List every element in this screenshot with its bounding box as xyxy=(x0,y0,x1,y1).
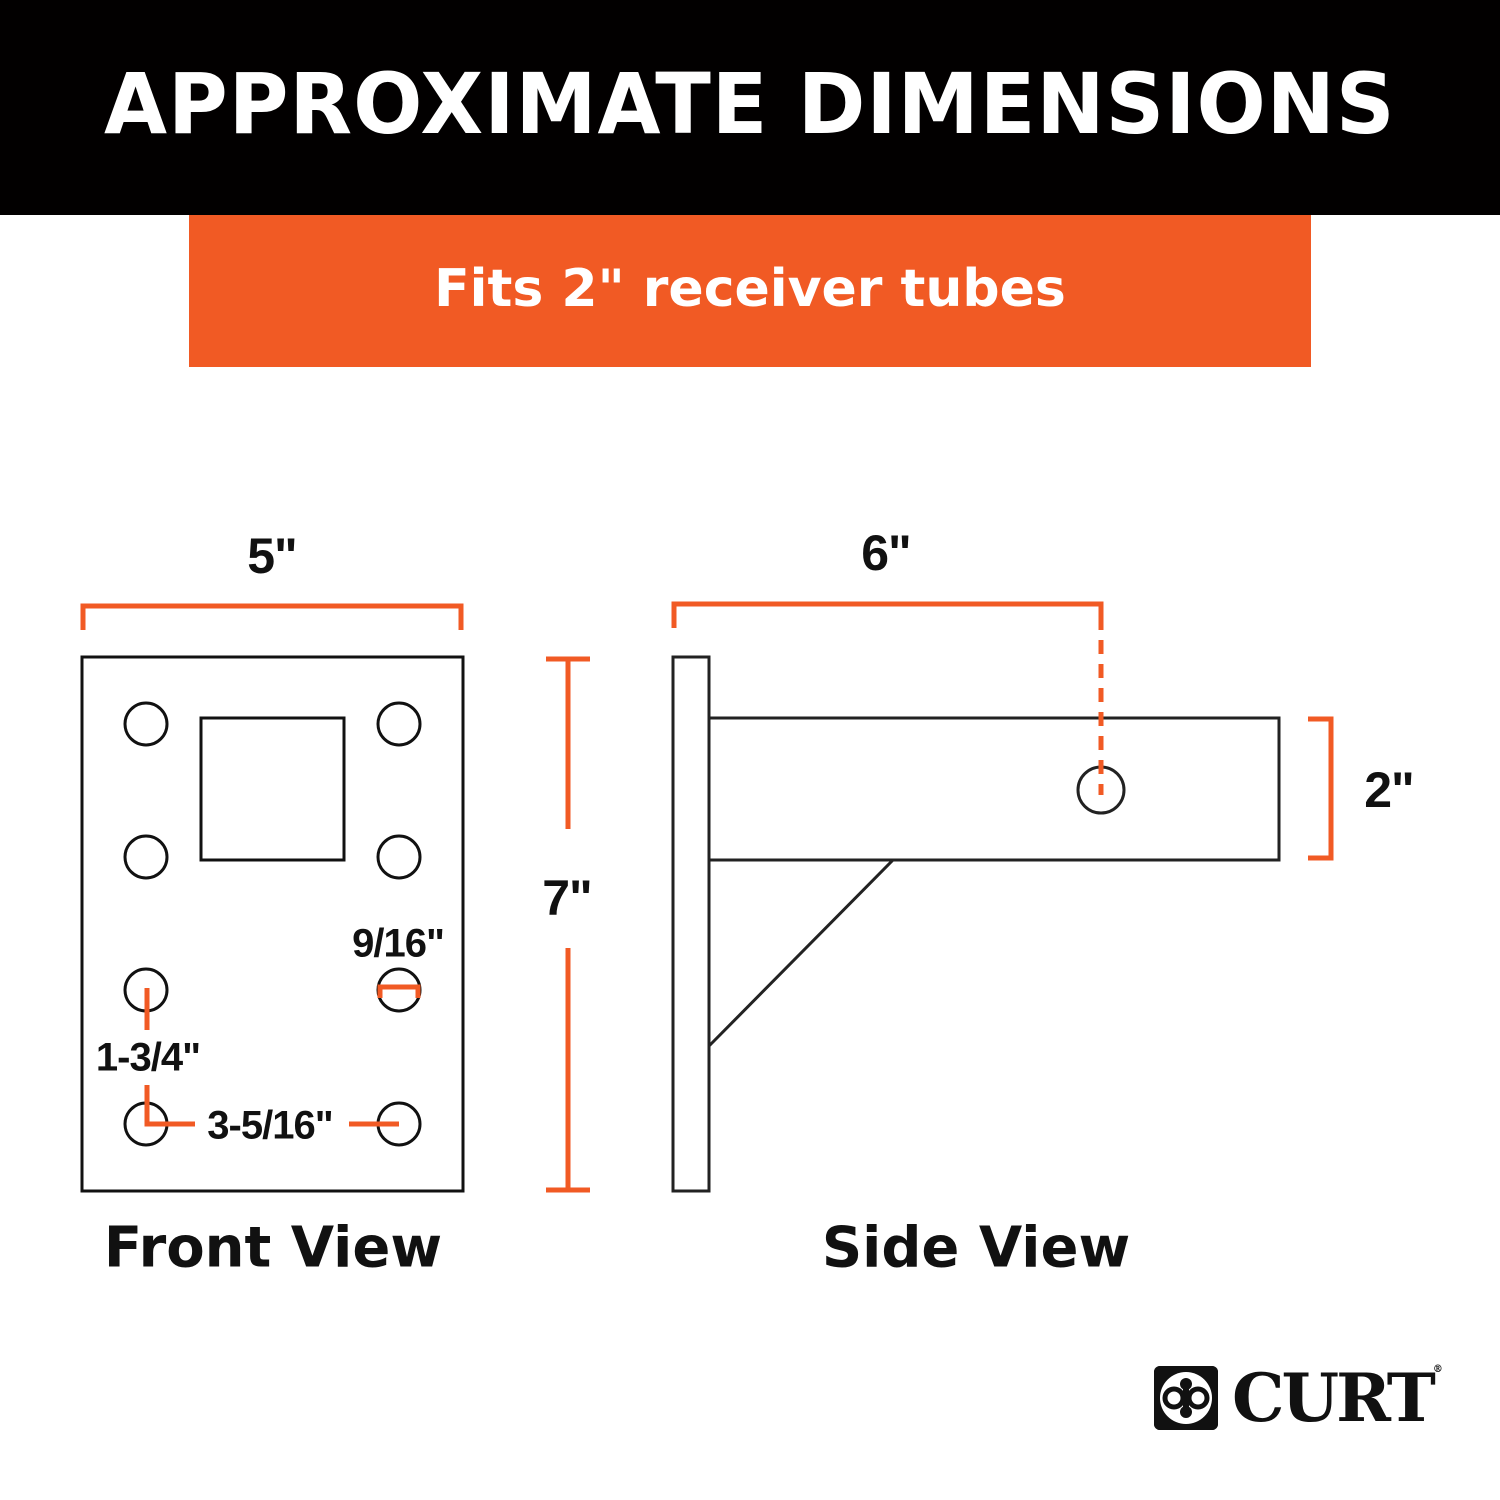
page-title: APPROXIMATE DIMENSIONS xyxy=(104,54,1396,153)
front-height-label: 7" xyxy=(542,870,593,926)
front-view-label: Front View xyxy=(103,1215,443,1281)
front-plate-outline xyxy=(80,655,465,1193)
curt-logo-icon xyxy=(1154,1366,1218,1430)
curt-logo: CURT® xyxy=(1154,1359,1443,1437)
hole-diameter-marker xyxy=(377,984,421,998)
mount-hole xyxy=(376,701,422,747)
mount-hole xyxy=(376,967,422,1013)
mount-hole xyxy=(123,701,169,747)
tube-size-label: 2" xyxy=(1364,762,1415,818)
tube-size-bracket xyxy=(1308,716,1334,861)
header-bar: APPROXIMATE DIMENSIONS xyxy=(0,0,1500,215)
vertical-spacing-label: 1-3/4" xyxy=(95,1035,201,1080)
side-view-label: Side View xyxy=(821,1215,1131,1281)
front-dimension-lines xyxy=(80,603,590,1193)
front-width-label: 5" xyxy=(247,528,298,584)
banner-text: Fits 2" receiver tubes xyxy=(434,259,1066,319)
length-bracket xyxy=(671,601,1104,630)
vertical-spacing-line-bottom xyxy=(144,1085,195,1127)
mount-hole xyxy=(376,834,422,880)
mount-hole xyxy=(123,834,169,880)
width-bracket xyxy=(80,603,464,630)
support-gusset xyxy=(707,858,895,1048)
fit-banner: Fits 2" receiver tubes xyxy=(189,215,1311,367)
side-length-label: 6" xyxy=(861,525,912,581)
shank-tube xyxy=(707,716,1281,862)
hole-diameter-label: 9/16" xyxy=(352,921,445,966)
side-plate xyxy=(671,655,711,1193)
horizontal-spacing-label: 3-5/16" xyxy=(207,1103,333,1148)
receiver-opening xyxy=(199,716,346,862)
side-dimension-lines xyxy=(671,601,1334,861)
side-view-drawing xyxy=(671,655,1281,1193)
brand-name: CURT® xyxy=(1232,1359,1443,1437)
